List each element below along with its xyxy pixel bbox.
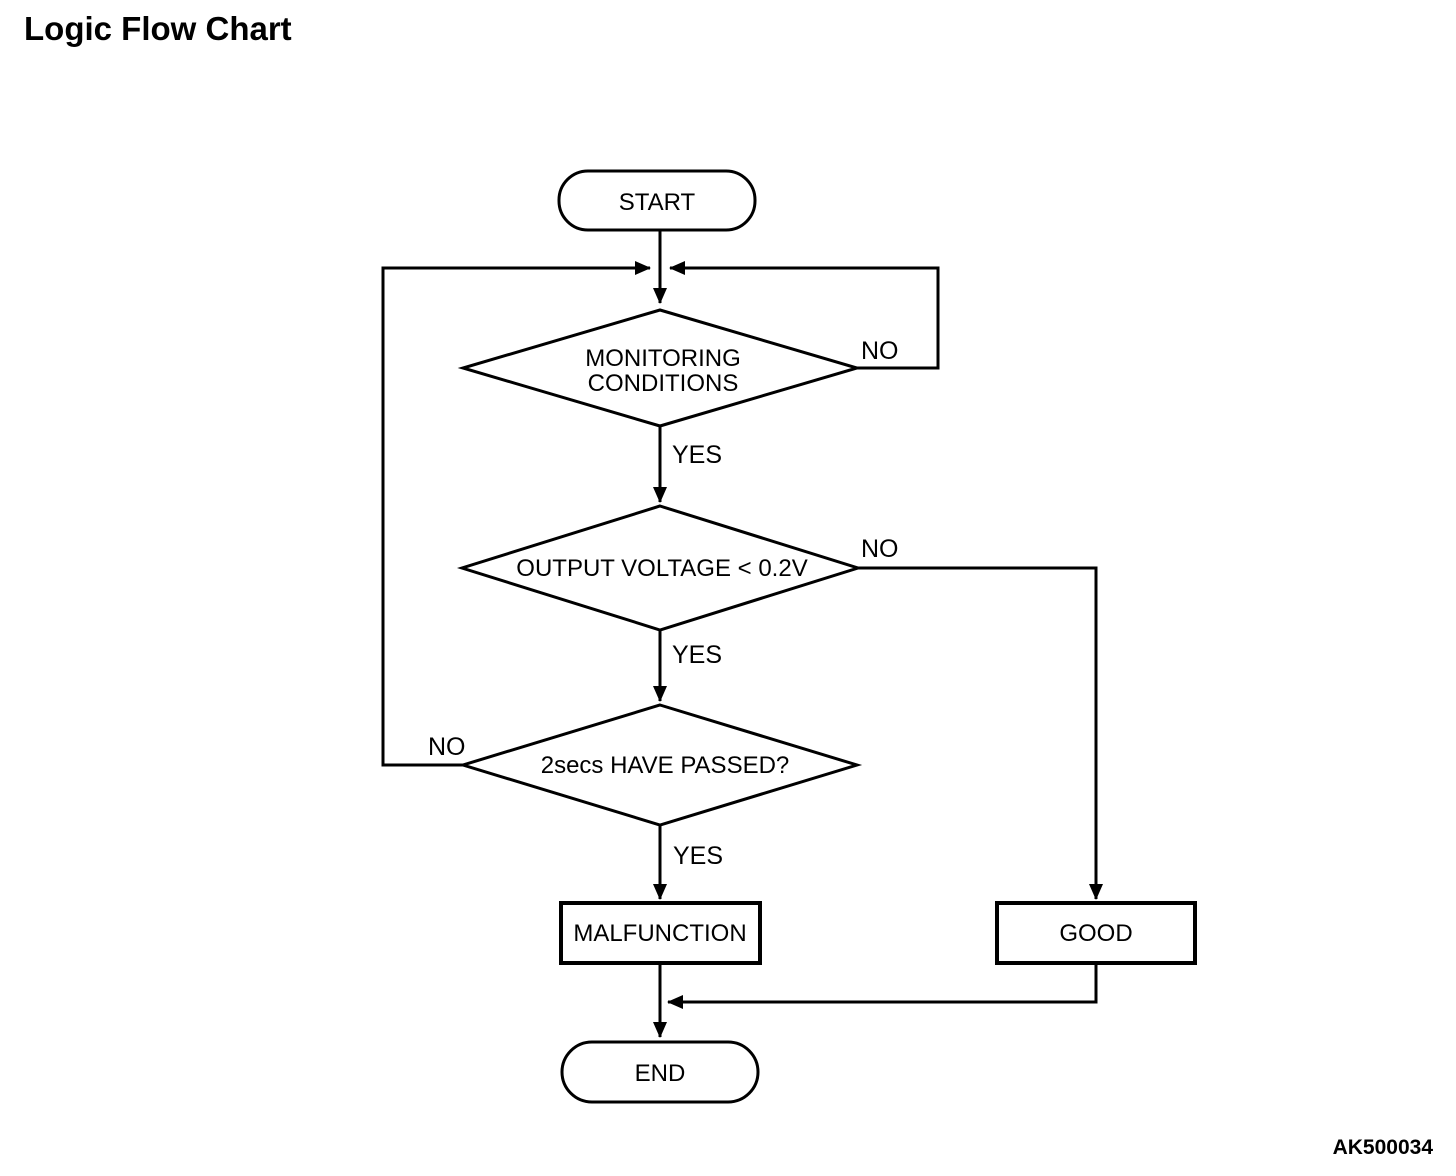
monitoring-yes-label: YES bbox=[672, 441, 722, 469]
start-label: START bbox=[619, 189, 696, 216]
end-node bbox=[560, 1040, 760, 1104]
malfunction-label: MALFUNCTION bbox=[573, 920, 746, 947]
monitoring-decision-node bbox=[457, 308, 863, 428]
output-voltage-yes-label: YES bbox=[672, 641, 722, 669]
page-title: Logic Flow Chart bbox=[24, 10, 292, 47]
two-secs-no-label: NO bbox=[428, 733, 466, 761]
edge-output-no-to-good bbox=[858, 566, 1103, 900]
malfunction-node bbox=[559, 901, 762, 965]
figure-code-label: AK500034 bbox=[1332, 1136, 1433, 1159]
edge-two-secs-no-loop bbox=[381, 261, 651, 767]
end-label: END bbox=[635, 1060, 686, 1087]
monitoring-label-line1: MONITORING bbox=[585, 345, 741, 372]
two-secs-decision-node bbox=[457, 703, 863, 827]
output-voltage-decision-node bbox=[456, 504, 864, 632]
start-node bbox=[557, 169, 757, 232]
good-label: GOOD bbox=[1059, 920, 1132, 947]
two-secs-yes-label: YES bbox=[673, 842, 723, 870]
good-node bbox=[995, 901, 1197, 965]
monitoring-no-label: NO bbox=[861, 337, 899, 365]
output-voltage-no-label: NO bbox=[861, 535, 899, 563]
two-secs-label: 2secs HAVE PASSED? bbox=[541, 752, 790, 779]
monitoring-label-line2: CONDITIONS bbox=[588, 370, 739, 397]
edge-good-merge bbox=[667, 963, 1098, 1009]
edge-monitoring-no-loop bbox=[669, 261, 940, 370]
output-voltage-label: OUTPUT VOLTAGE < 0.2V bbox=[516, 555, 807, 582]
